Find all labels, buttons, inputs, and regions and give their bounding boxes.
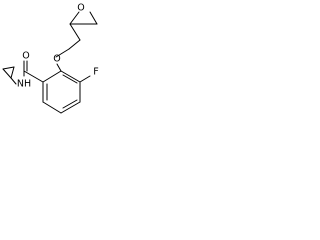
bond-ring-inner-1 [62,74,78,84]
bond-cyclopropyl-3 [10,66,15,79]
bond-cyclopropyl-2 [2,66,15,70]
chemical-structure-diagram: O O O F NH [2,3,99,114]
bond-nitrogen-cyclopropyl [10,77,17,85]
amide-group [23,60,44,83]
cyclopropyl-ring [2,66,17,85]
bond-epoxide-o-c1 [69,11,80,25]
epoxide-oxygen-label: O [77,3,84,14]
benzene-ring [42,70,81,114]
methylene-linker [55,23,81,58]
bond-cyclopropyl-1 [2,68,12,79]
bond-ch2-ch2 [68,39,81,50]
bond-ring-c3-c4 [60,101,81,114]
bond-ring-c6-c1 [42,70,62,83]
amide-nitrogen-label: NH [17,79,31,90]
bond-epoxide-ch2 [69,23,81,41]
bond-ring-c1-c2 [60,70,81,83]
ether-oxygen-label: O [53,54,60,65]
bond-ch2-ether-o [55,48,70,58]
bond-ether-o-ring [56,63,62,72]
fluorine-label: F [93,67,98,78]
bond-ring-inner-2 [62,99,78,109]
bond-ring-carbonyl [23,70,44,83]
bond-epoxide-o-c2 [89,11,98,25]
carbonyl-oxygen-label: O [22,51,29,62]
bond-ring-c4-c5 [42,101,62,114]
bond-ring-fluorine [79,75,91,83]
epoxide-ring [69,11,98,25]
